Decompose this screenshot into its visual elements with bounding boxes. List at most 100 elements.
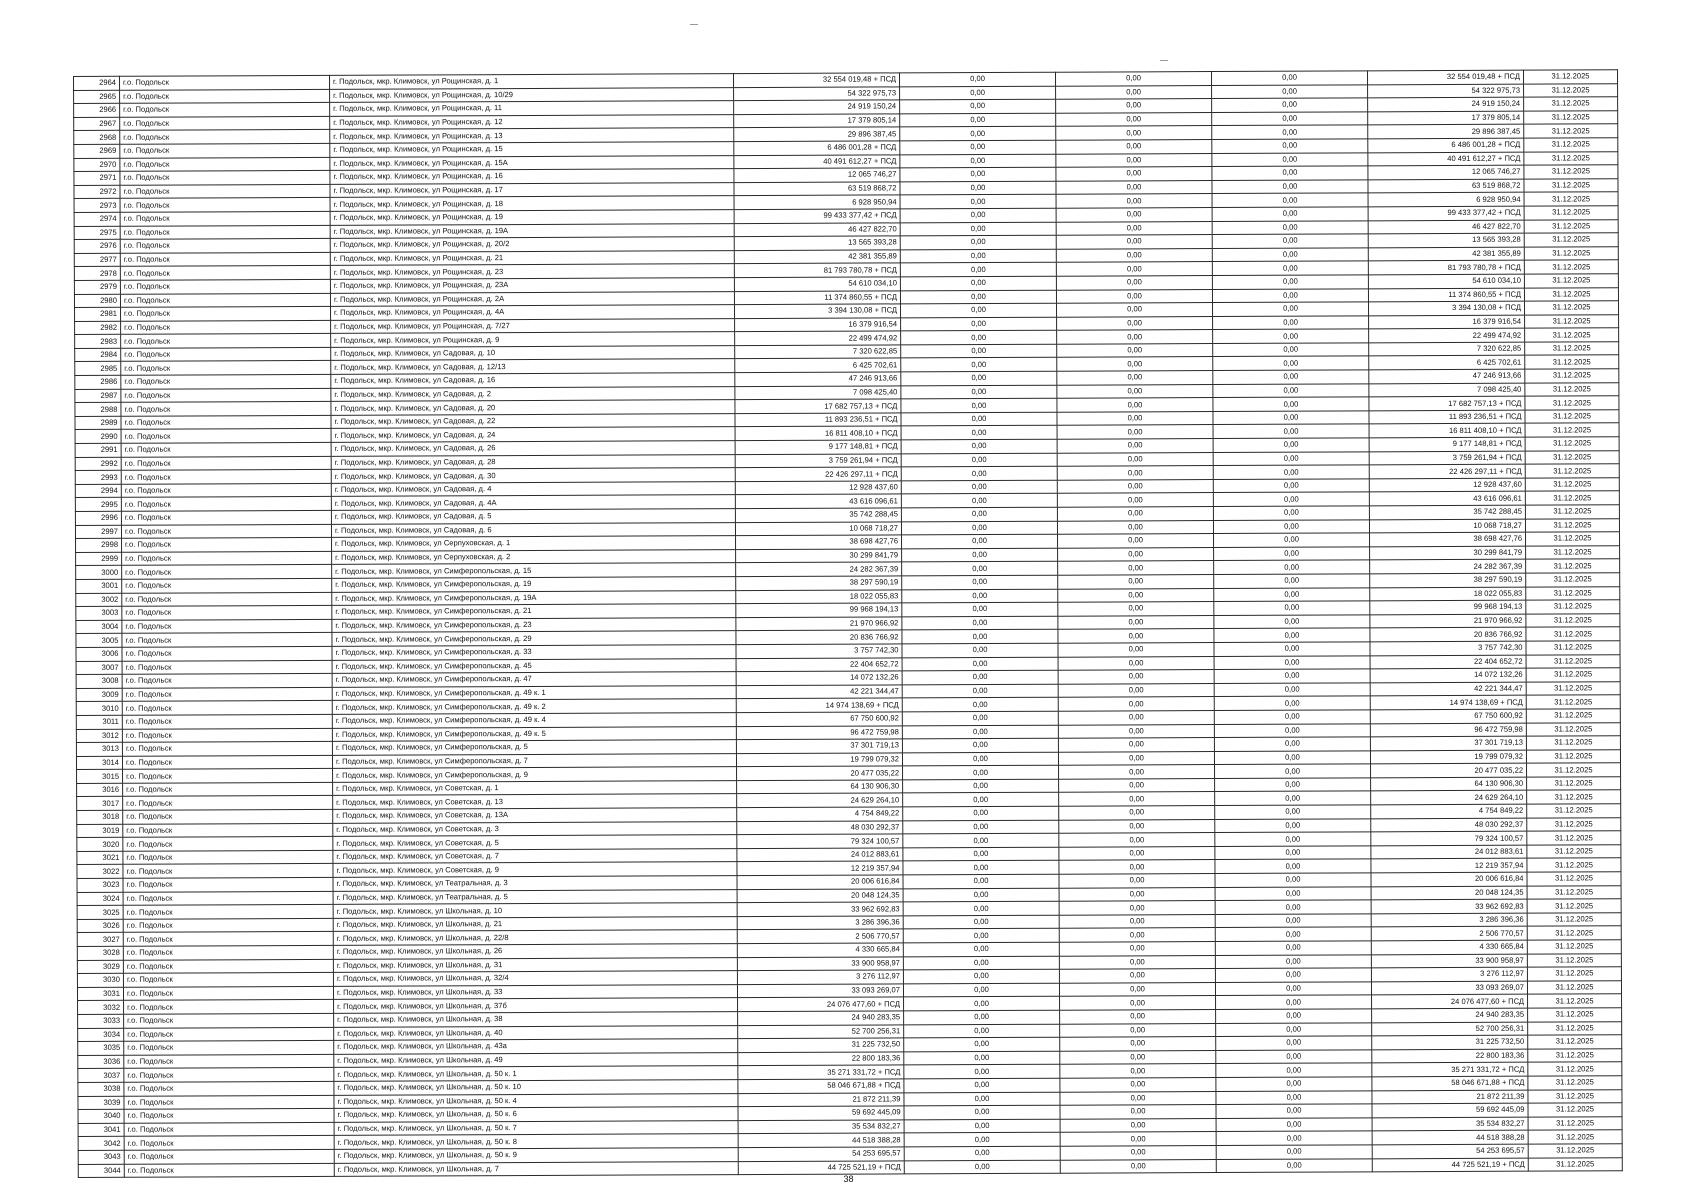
cell-cost-regional: 0,00	[1058, 669, 1215, 684]
cell-cost-owners: 12 065 746,27	[1367, 165, 1524, 180]
cell-cost-regional: 0,00	[1055, 125, 1212, 141]
cell-cost-owners: 17 379 805,14	[1367, 110, 1524, 126]
cell-row-number: 3042	[78, 1136, 125, 1151]
cell-deadline: 31.12.2025	[1527, 1075, 1622, 1090]
cell-cost-regional: 0,00	[1057, 424, 1214, 440]
cell-cost-local: 0,00	[1214, 723, 1371, 738]
cell-district: г.о. Подольск	[121, 510, 332, 525]
cell-cost-federal: 0,00	[903, 1010, 1060, 1025]
cell-cost-owners: 24 629 264,10	[1370, 790, 1527, 805]
cell-cost-local: 0,00	[1215, 1063, 1372, 1078]
cell-cost-owners: 17 682 757,13 + ПСД	[1368, 396, 1525, 411]
cell-district: г.о. Подольск	[120, 238, 331, 254]
cell-cost-federal: 0,00	[902, 819, 1059, 835]
cell-cost-federal: 0,00	[900, 194, 1057, 209]
cell-district: г.о. Подольск	[121, 456, 332, 471]
cell-row-number: 3023	[77, 878, 124, 893]
cell-cost-regional: 0,00	[1056, 302, 1213, 317]
cell-cost-local: 0,00	[1214, 791, 1371, 806]
cell-cost-federal: 0,00	[900, 208, 1057, 223]
cell-cost-total: 22 800 183,36	[737, 1051, 904, 1066]
cell-cost-total: 11 893 236,51 + ПСД	[734, 412, 902, 428]
cell-deadline: 31.12.2025	[1528, 1130, 1623, 1145]
cell-cost-local: 0,00	[1216, 1158, 1373, 1173]
cell-cost-regional: 0,00	[1057, 588, 1214, 603]
cell-cost-regional: 0,00	[1058, 859, 1215, 875]
cell-district: г.о. Подольск	[122, 836, 333, 852]
cell-cost-owners: 22 800 183,36	[1371, 1048, 1528, 1064]
cell-cost-federal: 0,00	[903, 928, 1060, 943]
cell-cost-owners: 79 324 100,57	[1370, 831, 1527, 846]
cell-cost-federal: 0,00	[902, 860, 1059, 875]
cell-deadline: 31.12.2025	[1526, 654, 1621, 669]
cell-cost-regional: 0,00	[1059, 1023, 1216, 1038]
cell-deadline: 31.12.2025	[1524, 260, 1619, 275]
cell-cost-local: 0,00	[1213, 519, 1370, 534]
cell-cost-federal: 0,00	[904, 1159, 1061, 1174]
cell-cost-total: 22 426 297,11 + ПСД	[735, 467, 902, 482]
cell-cost-federal: 0,00	[902, 874, 1060, 889]
cell-cost-total: 29 896 387,45	[733, 127, 900, 142]
cell-deadline: 31.12.2025	[1523, 124, 1618, 139]
cell-cost-regional: 0,00	[1060, 1118, 1217, 1133]
cell-district: г.о. Подольск	[122, 659, 333, 675]
cell-cost-owners: 35 534 832,27	[1372, 1116, 1529, 1132]
cell-cost-total: 79 324 100,57	[736, 834, 903, 849]
cell-district: г.о. Подольск	[122, 823, 333, 838]
cell-district: г.о. Подольск	[123, 986, 334, 1001]
cell-cost-regional: 0,00	[1058, 791, 1215, 807]
cell-cost-local: 0,00	[1213, 546, 1370, 561]
cell-district: г.о. Подольск	[123, 945, 334, 960]
scan-mark-top	[690, 24, 698, 25]
cell-cost-regional: 0,00	[1057, 601, 1214, 616]
cell-cost-total: 12 219 357,94	[736, 861, 903, 876]
cell-cost-total: 13 565 393,28	[734, 236, 901, 251]
cell-cost-owners: 9 177 148,81 + ПСД	[1369, 437, 1526, 452]
cell-cost-owners: 46 427 822,70	[1368, 219, 1525, 234]
cell-cost-total: 52 700 256,31	[737, 1024, 904, 1039]
cell-district: г.о. Подольск	[122, 727, 333, 743]
cell-row-number: 2983	[74, 334, 121, 349]
cell-cost-total: 3 394 130,08 + ПСД	[734, 303, 901, 319]
cell-cost-regional: 0,00	[1058, 696, 1215, 712]
cell-deadline: 31.12.2025	[1527, 1048, 1622, 1063]
cell-cost-regional: 0,00	[1060, 1145, 1217, 1160]
cell-cost-regional: 0,00	[1055, 85, 1212, 100]
cell-deadline: 31.12.2025	[1523, 164, 1618, 179]
cell-cost-owners: 24 919 150,24	[1367, 97, 1524, 112]
cell-cost-owners: 21 872 211,39	[1371, 1089, 1528, 1104]
cell-cost-federal: 0,00	[901, 425, 1058, 440]
cell-cost-federal: 0,00	[901, 547, 1058, 563]
cell-cost-local: 0,00	[1214, 682, 1371, 697]
cell-cost-local: 0,00	[1214, 845, 1371, 860]
cell-cost-federal: 0,00	[899, 72, 1056, 87]
cell-cost-local: 0,00	[1214, 750, 1371, 765]
cell-cost-total: 30 299 841,79	[735, 548, 902, 563]
cell-cost-owners: 54 253 695,57	[1372, 1144, 1529, 1159]
cell-cost-local: 0,00	[1212, 342, 1369, 357]
cell-cost-federal: 0,00	[899, 180, 1057, 196]
cell-cost-local: 0,00	[1212, 288, 1369, 303]
cell-row-number: 3017	[76, 796, 123, 811]
cell-cost-total: 14 072 132,26	[736, 671, 903, 686]
cell-row-number: 3035	[77, 1041, 124, 1056]
cell-cost-regional: 0,00	[1057, 479, 1214, 494]
cell-cost-local: 0,00	[1215, 954, 1372, 969]
cell-cost-owners: 11 893 236,51 + ПСД	[1368, 410, 1526, 425]
cell-cost-total: 67 750 600,92	[736, 711, 903, 727]
cell-cost-local: 0,00	[1215, 1049, 1372, 1064]
cell-cost-federal: 0,00	[903, 942, 1060, 957]
cell-deadline: 31.12.2025	[1525, 613, 1620, 628]
cell-row-number: 2986	[74, 375, 121, 390]
cell-cost-owners: 43 616 096,61	[1369, 491, 1526, 506]
cell-cost-regional: 0,00	[1058, 819, 1215, 834]
cell-cost-federal: 0,00	[900, 262, 1057, 277]
cell-cost-federal: 0,00	[901, 575, 1058, 590]
cell-cost-regional: 0,00	[1055, 98, 1212, 113]
cell-cost-federal: 0,00	[901, 439, 1058, 454]
cell-cost-federal: 0,00	[904, 1118, 1061, 1134]
cell-cost-regional: 0,00	[1057, 438, 1214, 453]
cell-deadline: 31.12.2025	[1527, 1007, 1622, 1022]
cell-cost-owners: 59 692 445,09	[1371, 1103, 1529, 1118]
cell-cost-owners: 4 754 849,22	[1370, 804, 1527, 819]
